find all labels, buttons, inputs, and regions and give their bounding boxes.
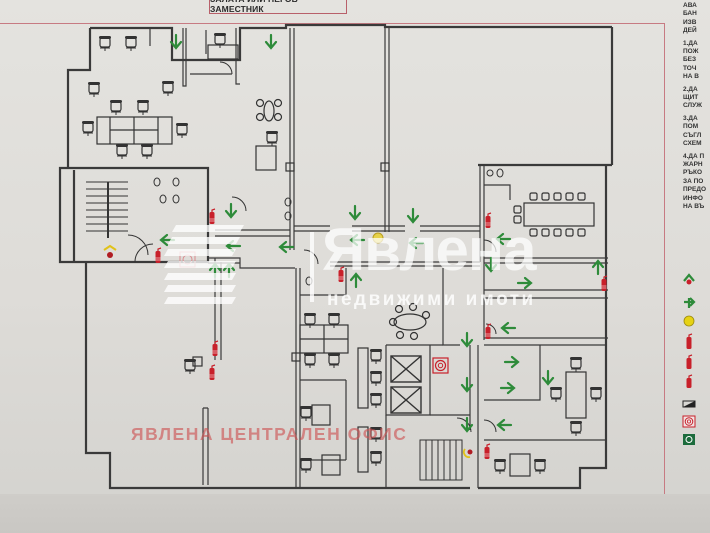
you-are-here-icon (683, 273, 695, 285)
legend-line: ЩИТ (683, 94, 699, 102)
legend-line: РЪКО (683, 169, 703, 177)
evacuation-arrow-icon (684, 297, 696, 308)
legend-line: 2.ДА (683, 85, 698, 93)
wall-background (0, 494, 710, 533)
watermark-brand: Явлена (322, 216, 537, 283)
legend-line: ПОЖ (683, 48, 699, 56)
fire-extinguisher-icon (686, 333, 693, 349)
legend-line: НА В (683, 73, 699, 81)
fire-hose-reel-icon (682, 415, 696, 428)
legend-line: 3.ДА (683, 114, 698, 122)
fire-extinguisher-co2-icon (686, 354, 693, 369)
legend-icons (682, 273, 696, 445)
fire-alarm-button-icon (683, 315, 695, 327)
legend-line: ПОМ (683, 123, 699, 131)
legend-line: ПРЕДО (683, 186, 707, 194)
legend-line: БАН (683, 10, 697, 18)
legend-line: 4.ДА П (683, 152, 705, 160)
title-box: ЗАЛАТА ИЛИ НЕГОВ ЗАМЕСТНИК (209, 0, 347, 14)
legend-line: НА ВЪ (683, 202, 705, 210)
legend-instructions: АВА БАН ИЗВ ДЕЙ 1.ДА ПОЖ БЕЗ ТОЧ НА В 2.… (683, 2, 710, 215)
first-aid-icon (683, 434, 695, 445)
watermark-logo-icon (164, 225, 314, 304)
legend-line: 1.ДА (683, 39, 698, 47)
legend-line: СЛУЖ (683, 102, 703, 110)
legend-line: АВА (683, 2, 697, 9)
title-box-text: ЗАЛАТА ИЛИ НЕГОВ ЗАМЕСТНИК (210, 0, 298, 14)
fire-extinguisher-small-icon (686, 374, 693, 388)
legend-line: СХЕМ (683, 140, 702, 148)
legend-line: ЖАРН (683, 160, 703, 168)
watermark-subtitle: недвижими имоти (327, 289, 536, 310)
watermark-office-label: ЯВЛЕНА ЦЕНТРАЛЕН ОФИС (131, 424, 408, 444)
legend-line: БЕЗ (683, 56, 697, 64)
legend-line: ТОЧ (683, 64, 697, 72)
legend-line: ДЕЙ (683, 27, 697, 35)
fire-blanket-icon (682, 400, 696, 408)
legend-line: ИНФО (683, 194, 703, 202)
legend-line: ИЗВ (683, 18, 697, 26)
legend-line: ЗА ПО (683, 177, 704, 185)
legend-line: СЪГЛ (683, 131, 702, 139)
